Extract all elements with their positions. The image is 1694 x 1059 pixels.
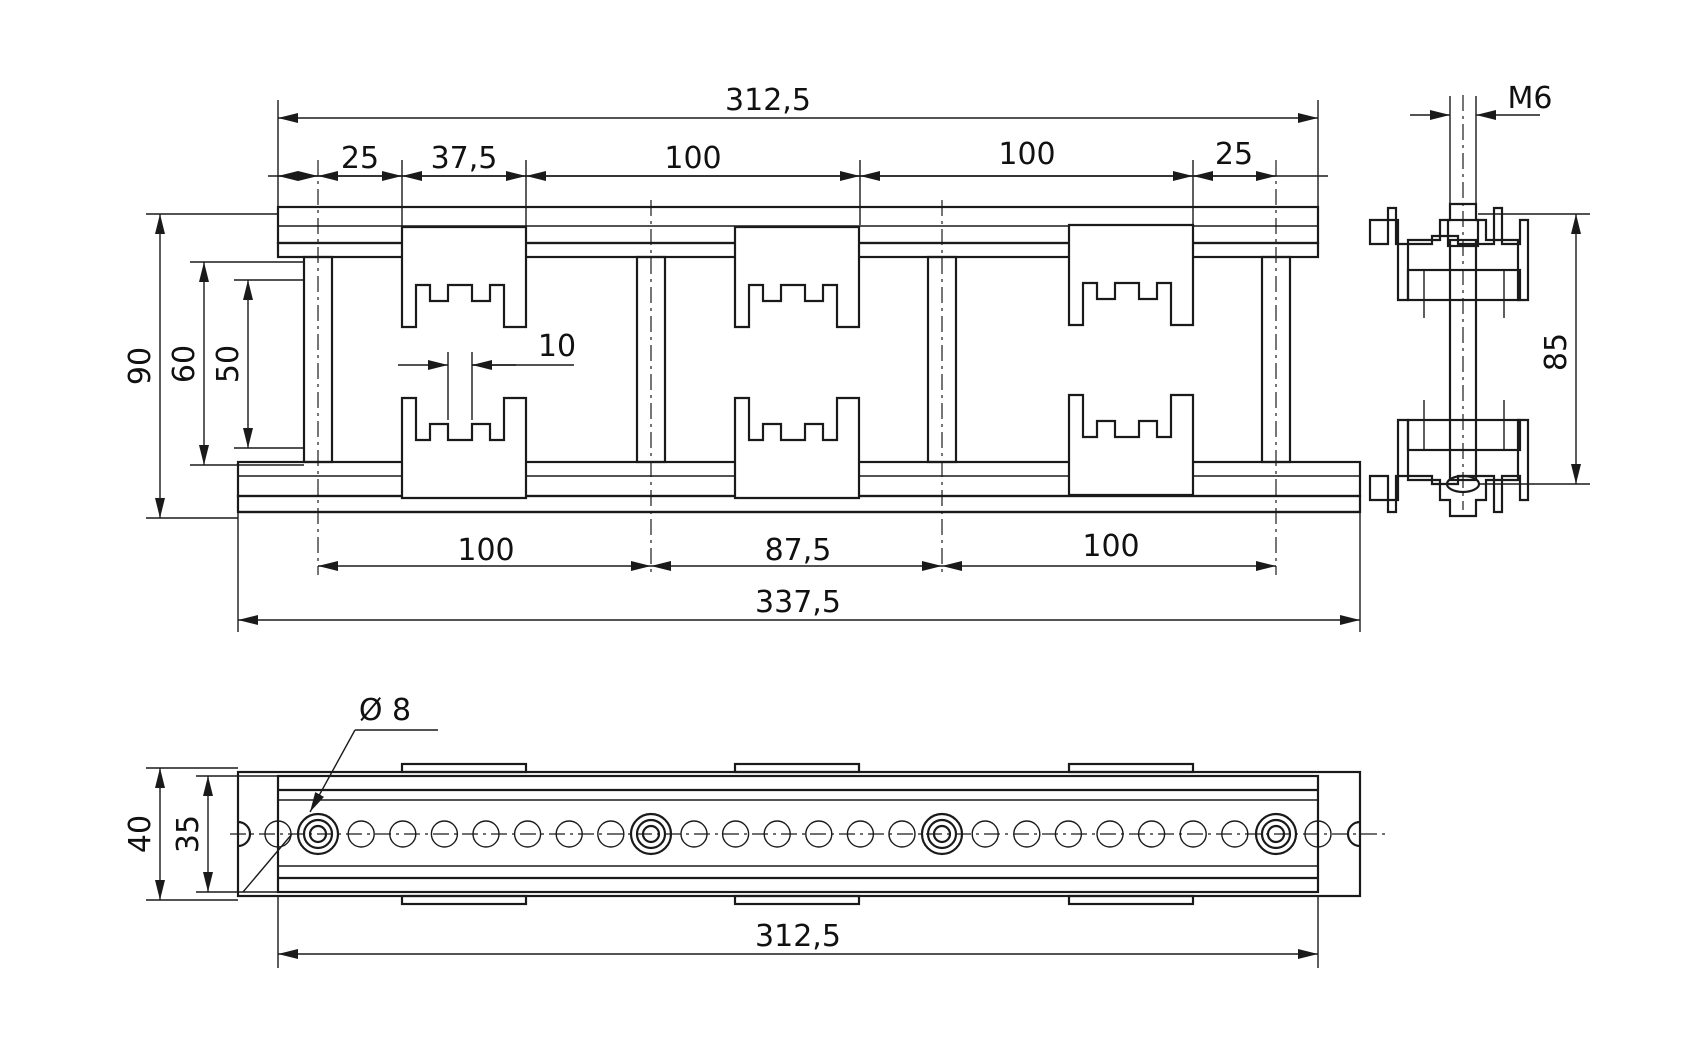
- hole: [846, 820, 875, 848]
- bottom-view-dimensions: Ø 8 40 35 312,5: [123, 693, 1319, 968]
- dim-bottom-seg-3: 100: [1082, 529, 1139, 564]
- hole: [888, 820, 916, 848]
- dim-overall-length: 312,5: [725, 83, 811, 118]
- lower-clamp-blocks: [400, 393, 1195, 500]
- hole: [1096, 820, 1124, 848]
- dim-seg-1: 25: [341, 141, 379, 176]
- bolt-head: [1260, 818, 1292, 850]
- bolt-head: [308, 824, 328, 844]
- bolt-head: [635, 818, 667, 850]
- dim-height-50: 50: [211, 345, 246, 383]
- dim-bottom-length: 312,5: [755, 919, 841, 954]
- hole: [347, 820, 375, 848]
- dim-bottom-height-40: 40: [123, 815, 158, 853]
- bolt-head: [932, 824, 952, 844]
- bolt-head: [641, 824, 661, 844]
- dim-side-height: 85: [1539, 333, 1574, 371]
- bolt-head: [1254, 812, 1298, 856]
- dim-slot-10: 10: [538, 329, 576, 364]
- support-posts: [302, 160, 1292, 575]
- dim-seg-4: 100: [998, 137, 1055, 172]
- dim-bottom-seg-1: 100: [457, 533, 514, 568]
- hole: [1179, 820, 1207, 848]
- hole: [1137, 820, 1166, 848]
- bottom-view-holes: [264, 812, 1332, 856]
- dim-bottom-height-35: 35: [171, 815, 206, 853]
- hole: [680, 820, 708, 848]
- hole: [721, 820, 750, 848]
- hole: [430, 820, 459, 848]
- dim-seg-5: 25: [1215, 137, 1253, 172]
- upper-clamp-blocks: [400, 223, 1195, 329]
- hole: [763, 820, 791, 848]
- bolt-head: [296, 812, 340, 856]
- hole: [1054, 820, 1083, 848]
- bolt-head: [302, 818, 334, 850]
- hole: [472, 820, 500, 848]
- hole: [597, 820, 625, 848]
- hole: [513, 820, 542, 848]
- dim-hole-diameter: Ø 8: [359, 693, 411, 728]
- hole: [555, 820, 583, 848]
- hole: [1013, 820, 1041, 848]
- side-view: M6 85: [1368, 81, 1590, 518]
- dim-base-length: 337,5: [755, 585, 841, 620]
- front-view: 312,5 25 37,5 100 100 25 90 60 50 10: [123, 83, 1362, 632]
- hole: [971, 820, 999, 848]
- hole: [1304, 820, 1332, 848]
- dim-bottom-seg-2: 87,5: [765, 533, 832, 568]
- dim-height-90: 90: [123, 347, 158, 385]
- side-view-dimensions: M6 85: [1410, 81, 1590, 485]
- dim-seg-2: 37,5: [431, 141, 498, 176]
- dim-seg-3: 100: [664, 141, 721, 176]
- bottom-view: Ø 8 40 35 312,5: [123, 693, 1385, 968]
- hole: [1221, 820, 1249, 848]
- hole: [389, 820, 417, 848]
- bolt-head: [920, 812, 964, 856]
- dim-thread-m6: M6: [1508, 81, 1553, 116]
- bolt-head: [629, 812, 673, 856]
- extension-lines: [146, 100, 1361, 632]
- hole: [264, 820, 292, 848]
- bolt-head: [926, 818, 958, 850]
- front-view-dimensions: 312,5 25 37,5 100 100 25 90 60 50 10: [123, 83, 1360, 625]
- bolt-head: [1266, 824, 1286, 844]
- dim-height-60: 60: [167, 345, 202, 383]
- hole: [805, 820, 833, 848]
